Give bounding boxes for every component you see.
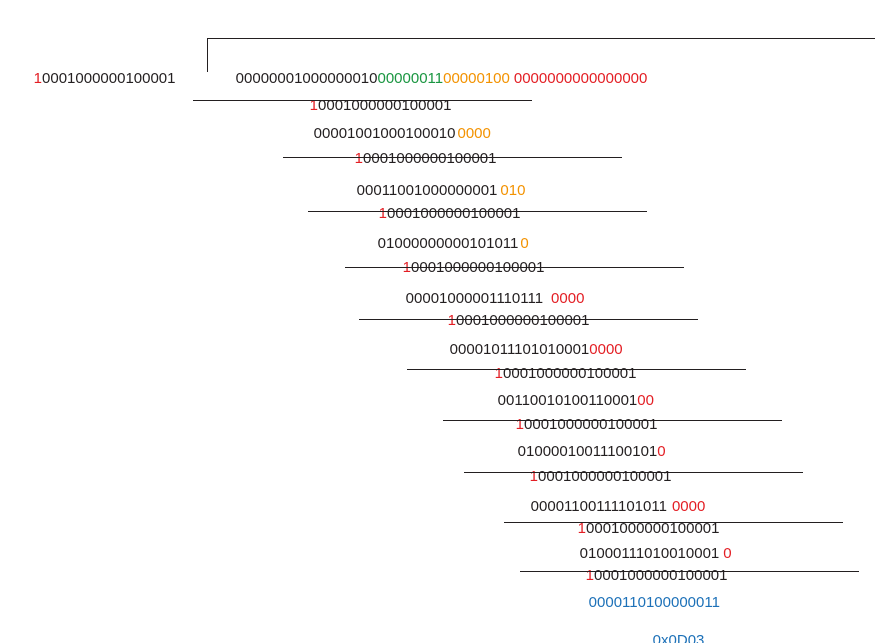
step-9-divisor-rest: 0001000000100001: [586, 520, 720, 537]
step-9-brought-down-bits: 0: [723, 545, 732, 562]
step-1-divisor-rest: 0001000000100001: [318, 97, 452, 114]
step-1-brought-down-bits: 0000: [457, 125, 491, 142]
step-1-remainder-bits: 00001001000100010: [313, 125, 456, 142]
step-7-remainder: 010000100111001010: [501, 425, 666, 460]
step-9-divisor: 10001000000100001: [561, 502, 720, 537]
step-8-divisor-lead: 1: [529, 468, 539, 485]
step-8-brought-down-bits: 0000: [671, 498, 706, 515]
step-4-divisor: 10001000000100001: [386, 241, 545, 276]
step-6-remainder: 0011001010011000100: [481, 374, 654, 409]
step-1-divisor-lead: 1: [309, 97, 319, 114]
crc-hex-text: 0x0D03: [652, 632, 705, 643]
step-5-subtraction-line: [359, 319, 698, 320]
step-2-subtraction-line: [283, 157, 622, 158]
step-7-divisor: 10001000000100001: [499, 398, 658, 433]
step-9-subtraction-line: [504, 522, 843, 523]
final-remainder: 0000110100000011: [572, 576, 720, 611]
step-4-remainder-bits: 00001000001110111: [405, 290, 544, 307]
step-5-brought-down-bits: 0000: [589, 341, 623, 358]
step-8-remainder-bits: 00001100111101011: [530, 498, 667, 515]
final-remainder-bits: 0000110100000011: [588, 594, 720, 611]
step-5-divisor-lead: 1: [447, 312, 457, 329]
step-5-remainder-bits: 00001011101010001: [449, 341, 590, 358]
divisor-remaining-bits: 0001000000100001: [42, 70, 176, 87]
step-7-subtraction-line: [443, 420, 782, 421]
step-5-remainder: 000010111010100010000: [433, 323, 623, 358]
dividend-part-2: 00000011: [377, 70, 444, 87]
step-1-subtraction-line: [193, 100, 532, 101]
step-9-remainder-bits: 01000111010010001: [579, 545, 720, 562]
divisor-leading-bit: 1: [33, 70, 43, 87]
step-3-brought-down-bits: 0: [520, 235, 529, 252]
step-6-remainder-bits: 00110010100110001: [497, 392, 638, 409]
step-4-remainder: 00001000001110111 0000: [389, 272, 585, 307]
dividend-part-1: 00000001000000010: [235, 70, 378, 87]
crc-hex-value: 0x0D03: [636, 614, 705, 643]
step-7-brought-down-bits: 0: [657, 443, 666, 460]
step-2-divisor-rest: 0001000000100001: [363, 150, 497, 167]
step-5-divisor-rest: 0001000000100001: [456, 312, 590, 329]
step-10-subtraction-line: [520, 571, 859, 572]
step-2-divisor-lead: 1: [354, 150, 364, 167]
step-8-divisor: 10001000000100001: [513, 450, 672, 485]
dividend-part-3: 00000100: [443, 70, 510, 87]
step-9-divisor-lead: 1: [577, 520, 587, 537]
step-6-subtraction-line: [407, 369, 746, 370]
division-bracket-vertical: [207, 38, 208, 72]
step-5-divisor: 10001000000100001: [431, 294, 590, 329]
step-7-remainder-bits: 01000010011100101: [517, 443, 658, 460]
step-4-subtraction-line: [345, 267, 684, 268]
step-6-divisor-lead: 1: [494, 365, 504, 382]
division-bracket-top: [207, 38, 875, 39]
step-8-subtraction-line: [464, 472, 803, 473]
step-10-divisor-lead: 1: [585, 567, 595, 584]
step-7-divisor-lead: 1: [515, 416, 525, 433]
step-2-remainder-bits: 00011001000000001: [356, 182, 498, 199]
step-4-brought-down-bits: 0000: [551, 290, 585, 307]
step-1-divisor: 10001000000100001: [293, 79, 452, 114]
step-10-divisor: 10001000000100001: [569, 549, 728, 584]
step-6-divisor: 10001000000100001: [478, 347, 637, 382]
dividend-appended-zeros: 0000000000000000: [513, 70, 648, 87]
step-3-divisor-lead: 1: [378, 205, 388, 222]
divisor-polynomial: 10001000000100001: [17, 52, 176, 87]
step-3-divisor: 10001000000100001: [362, 187, 521, 222]
step-2-brought-down-bits: 010: [500, 182, 526, 199]
step-2-divisor: 10001000000100001: [338, 132, 497, 167]
step-3-subtraction-line: [308, 211, 647, 212]
step-3-remainder-bits: 01000000000101011: [377, 235, 519, 252]
step-3-divisor-rest: 0001000000100001: [387, 205, 521, 222]
step-6-brought-down-bits: 00: [637, 392, 654, 409]
